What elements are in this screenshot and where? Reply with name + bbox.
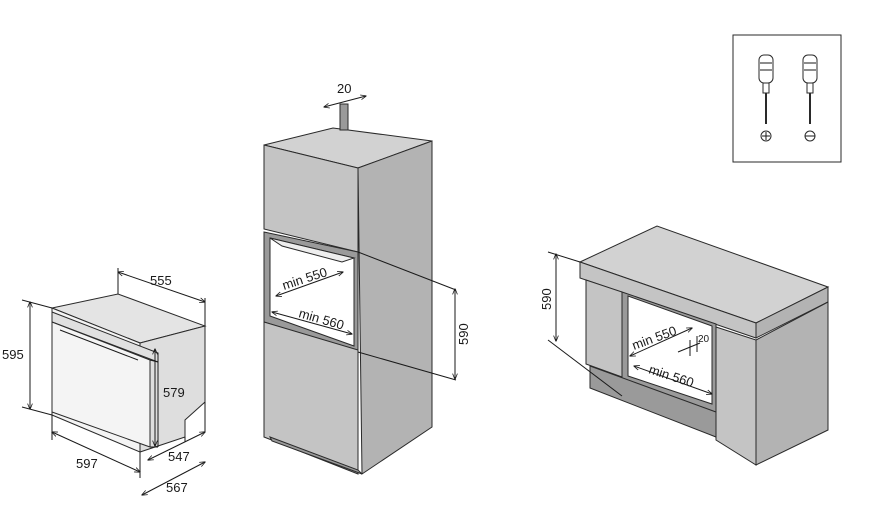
dim-label-gap: 20 — [337, 81, 351, 96]
dim-label-niche-height: 590 — [456, 323, 471, 345]
dim-label-door-height: 579 — [163, 385, 185, 400]
dim-label-counter-gap: 20 — [698, 334, 710, 345]
oven-dimensions: 555 595 579 597 547 567 — [2, 268, 205, 495]
cabinet-side-face — [357, 140, 433, 475]
tools-panel — [732, 34, 842, 163]
dimension-line-inner-depth — [148, 432, 205, 460]
dimension-line-depth — [118, 272, 205, 302]
tall-cabinet-drawing — [263, 103, 433, 475]
counter-plinth — [589, 365, 717, 438]
tools-box — [732, 34, 842, 163]
dimension-line-counter-depth — [630, 328, 692, 356]
oven-drawing — [50, 293, 207, 453]
dim-label-oven-height: 595 — [2, 347, 24, 362]
phillips-screwdriver-icon — [758, 54, 774, 142]
dimension-line-counter-width — [634, 366, 712, 394]
dim-label-counter-height: 590 — [539, 288, 554, 310]
dimension-line-gap — [324, 96, 366, 107]
under-counter-drawing — [578, 225, 830, 466]
dimension-line-total-depth — [142, 462, 205, 495]
right-cabinet-side — [755, 301, 829, 466]
dim-label-oven-width: 597 — [76, 456, 98, 471]
cabinet-lower-front — [263, 321, 359, 475]
cabinet-plinth — [268, 436, 363, 475]
left-cabinet-front — [585, 279, 623, 378]
dimension-line-width — [52, 432, 140, 472]
dim-label-total-depth: 567 — [166, 480, 188, 495]
right-cabinet-front — [715, 326, 757, 466]
dimension-line-niche-depth — [276, 272, 343, 296]
flat-screwdriver-icon — [802, 54, 818, 142]
cabinet-rear-gap — [339, 103, 349, 131]
dim-label-inner-depth: 547 — [168, 449, 190, 464]
dimension-line-niche-width — [272, 312, 352, 334]
dim-label-oven-depth: 555 — [150, 273, 172, 288]
